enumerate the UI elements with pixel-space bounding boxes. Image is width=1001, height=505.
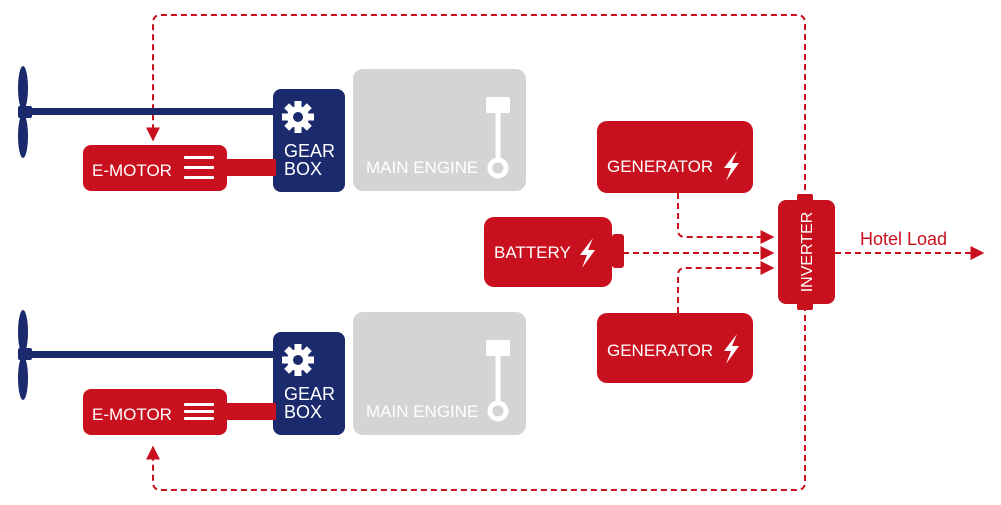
gearbox-box: GEAR BOX	[273, 332, 345, 435]
emotor-box: E-MOTOR	[83, 389, 276, 435]
battery-box: BATTERY	[484, 217, 624, 287]
gearbox-label-line2: BOX	[284, 402, 322, 422]
gearbox-label-line2: BOX	[284, 159, 322, 179]
top-generator-box: GENERATOR	[597, 121, 753, 193]
inverter-label: INVERTER	[799, 212, 816, 293]
motor-lines-icon	[184, 403, 214, 420]
generator-label: GENERATOR	[607, 157, 713, 176]
emotor-box: E-MOTOR	[83, 145, 276, 191]
connection-bottom-generator-to-inverter	[677, 261, 775, 313]
inverter-box: INVERTER	[778, 194, 835, 310]
motor-lines-icon	[184, 156, 214, 179]
main-engine-box: MAIN ENGINE	[353, 312, 526, 435]
piston-icon	[486, 97, 510, 179]
connection-top-generator-to-inverter	[677, 193, 775, 244]
gearbox-box: GEAR BOX	[273, 89, 345, 192]
main-engine-label: MAIN ENGINE	[366, 158, 478, 177]
main-engine-label: MAIN ENGINE	[366, 402, 478, 421]
gearbox-label-line1: GEAR	[284, 384, 335, 404]
shaft	[28, 108, 275, 115]
gear-icon	[282, 101, 314, 133]
shaft	[28, 351, 275, 358]
gearbox-label-line1: GEAR	[284, 141, 335, 161]
electrical-connections	[146, 14, 985, 491]
bottom-generator-box: GENERATOR	[597, 313, 753, 383]
emotor-label: E-MOTOR	[92, 161, 172, 180]
emotor-label: E-MOTOR	[92, 405, 172, 424]
hotel-load-label: Hotel Load	[860, 229, 947, 249]
generator-label: GENERATOR	[607, 341, 713, 360]
battery-label: BATTERY	[494, 243, 571, 262]
top-propulsion-line: MAIN ENGINE	[18, 66, 526, 192]
piston-icon	[486, 340, 510, 422]
connection-inverter-to-bottom-emotor	[146, 305, 806, 491]
propeller-icon	[18, 310, 32, 400]
bottom-propulsion-line: MAIN ENGINE	[18, 310, 526, 435]
gear-icon	[282, 344, 314, 376]
connection-inverter-to-top-emotor	[146, 14, 806, 200]
main-engine-box: MAIN ENGINE	[353, 69, 526, 191]
propeller-icon	[18, 66, 32, 158]
